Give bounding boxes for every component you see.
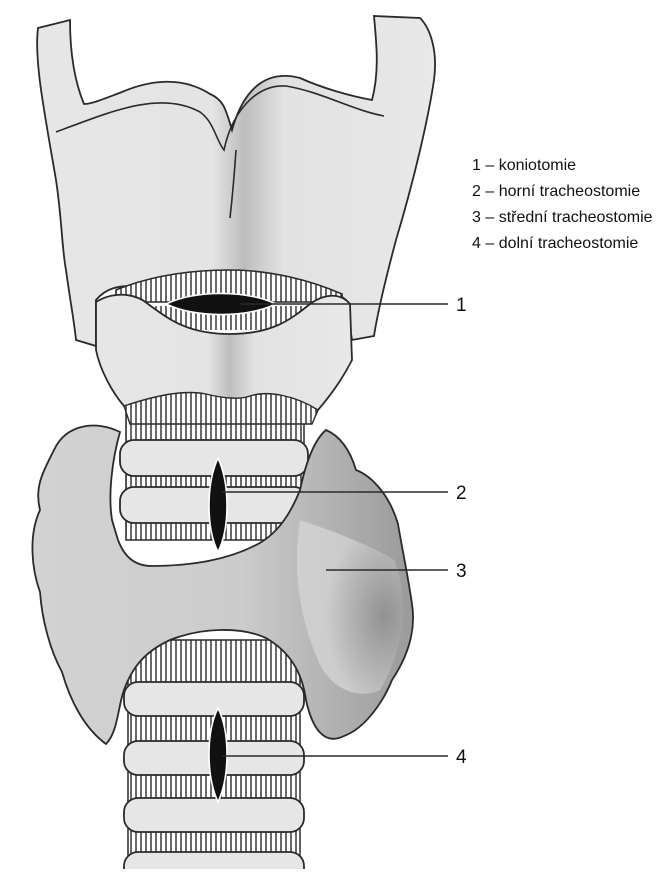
legend-item-1: 1 – koniotomie <box>472 157 576 174</box>
legend-item-4: 4 – dolní tracheostomie <box>472 235 638 252</box>
callout-number-1: 1 <box>456 295 467 316</box>
tracheal-ring <box>124 798 304 832</box>
cricotracheal-ligament <box>124 393 318 425</box>
callout-number-3: 3 <box>456 561 467 582</box>
callout-number-4: 4 <box>456 747 467 768</box>
legend-item-2: 2 – horní tracheostomie <box>472 183 640 200</box>
tracheal-ring <box>124 852 304 869</box>
tracheal-ring <box>124 682 304 716</box>
legend: 1 – koniotomie 2 – horní tracheostomie 3… <box>472 157 653 252</box>
callout-number-2: 2 <box>456 483 467 504</box>
legend-item-3: 3 – střední tracheostomie <box>472 209 653 226</box>
